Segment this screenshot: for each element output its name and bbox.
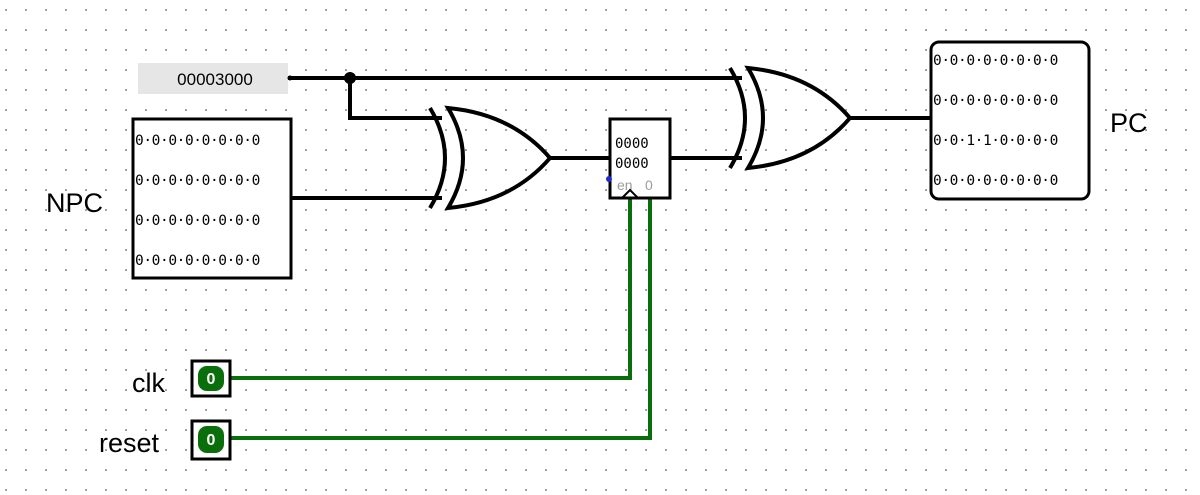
xor-gate-1-body xyxy=(444,105,553,211)
constant-background xyxy=(138,63,288,94)
wire-reset xyxy=(230,198,652,440)
wire-constant-to-first-xor xyxy=(348,76,442,120)
npc-probe[interactable]: 0·0·0·0·0·0·0·0 0·0·0·0·0·0·0·0 0·0·0·0·… xyxy=(131,117,293,280)
constant-00003000[interactable]: 00003000 xyxy=(138,63,293,94)
xor-gate-1-back-curve xyxy=(428,106,447,210)
npc-row-4: 0·0·0·0·0·0·0·0 xyxy=(135,253,260,269)
pc-row-4: 0·0·0·0·0·0·0·0 xyxy=(933,173,1058,189)
pc-probe[interactable]: 0·0·0·0·0·0·0·0 0·0·0·0·0·0·0·0 0·0·1·1·… xyxy=(929,40,1091,201)
reset-pin-value: 0 xyxy=(207,432,216,449)
register-enable-pin xyxy=(606,176,612,182)
xor-gate-2[interactable] xyxy=(728,65,853,171)
clk-pin-value: 0 xyxy=(207,371,216,388)
register-enable-label: en xyxy=(617,177,633,193)
xor-gate-2-back-curve xyxy=(728,66,747,170)
pc-label: PC xyxy=(1110,108,1148,138)
pc-row-3: 0·0·1·1·0·0·0·0 xyxy=(933,133,1058,149)
register-clock-triangle xyxy=(621,188,639,199)
xor-gate-2-body xyxy=(744,65,853,171)
npc-row-1: 0·0·0·0·0·0·0·0 xyxy=(135,133,260,149)
reset-input-pin[interactable]: 0 xyxy=(190,419,232,461)
signal-wires xyxy=(230,198,652,440)
constant-value: 00003000 xyxy=(177,70,253,89)
register-box xyxy=(608,117,672,200)
npc-row-2: 0·0·0·0·0·0·0·0 xyxy=(135,173,260,189)
register-value-line-2: 0000 xyxy=(615,156,649,172)
npc-label: NPC xyxy=(46,188,103,218)
wire-junction xyxy=(344,72,356,84)
constant-output-pin xyxy=(287,75,293,81)
register-value-line-1: 0000 xyxy=(615,136,649,152)
wire-clk xyxy=(230,198,632,380)
clk-pin-fill xyxy=(198,366,224,391)
reset-pin-fill xyxy=(198,426,224,453)
npc-probe-box xyxy=(131,117,293,280)
reset-label: reset xyxy=(99,428,160,458)
pc-row-2: 0·0·0·0·0·0·0·0 xyxy=(933,93,1058,109)
npc-row-3: 0·0·0·0·0·0·0·0 xyxy=(135,213,260,229)
register-clear-value: 0 xyxy=(645,177,653,193)
pc-row-1: 0·0·0·0·0·0·0·0 xyxy=(933,53,1058,69)
register[interactable]: 0000 0000 en 0 xyxy=(606,117,672,200)
pc-probe-box xyxy=(929,40,1091,201)
bus-wires xyxy=(288,76,932,200)
xor-gate-1[interactable] xyxy=(428,105,553,211)
clk-input-pin[interactable]: 0 xyxy=(190,359,232,398)
clk-label: clk xyxy=(132,368,165,398)
